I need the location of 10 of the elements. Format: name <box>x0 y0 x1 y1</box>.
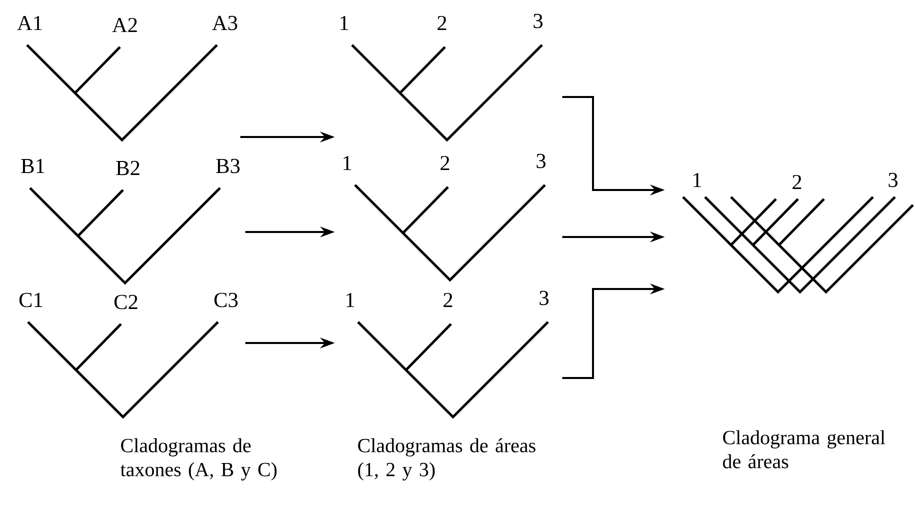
cladogram-drawing: C1 C2 C3 <box>19 292 238 419</box>
cladogram-drawing: 1 2 3 <box>340 14 543 142</box>
cladogram-drawing: A1 A2 A3 <box>17 16 238 142</box>
caption: Cladogramas de taxones (A, B y C) <box>120 438 277 480</box>
cladogram-drawing: 1 2 3 <box>346 290 549 419</box>
caption: Cladogramas de áreas (1, 2 y 3) <box>358 438 536 480</box>
cladogram-drawing: B1 B2 B3 <box>21 158 240 285</box>
caption: Cladograma general de áreas <box>723 430 886 468</box>
cladogram-drawing: 1 2 3 <box>344 154 546 282</box>
cladogram-drawing: 1 2 3 <box>682 172 914 294</box>
